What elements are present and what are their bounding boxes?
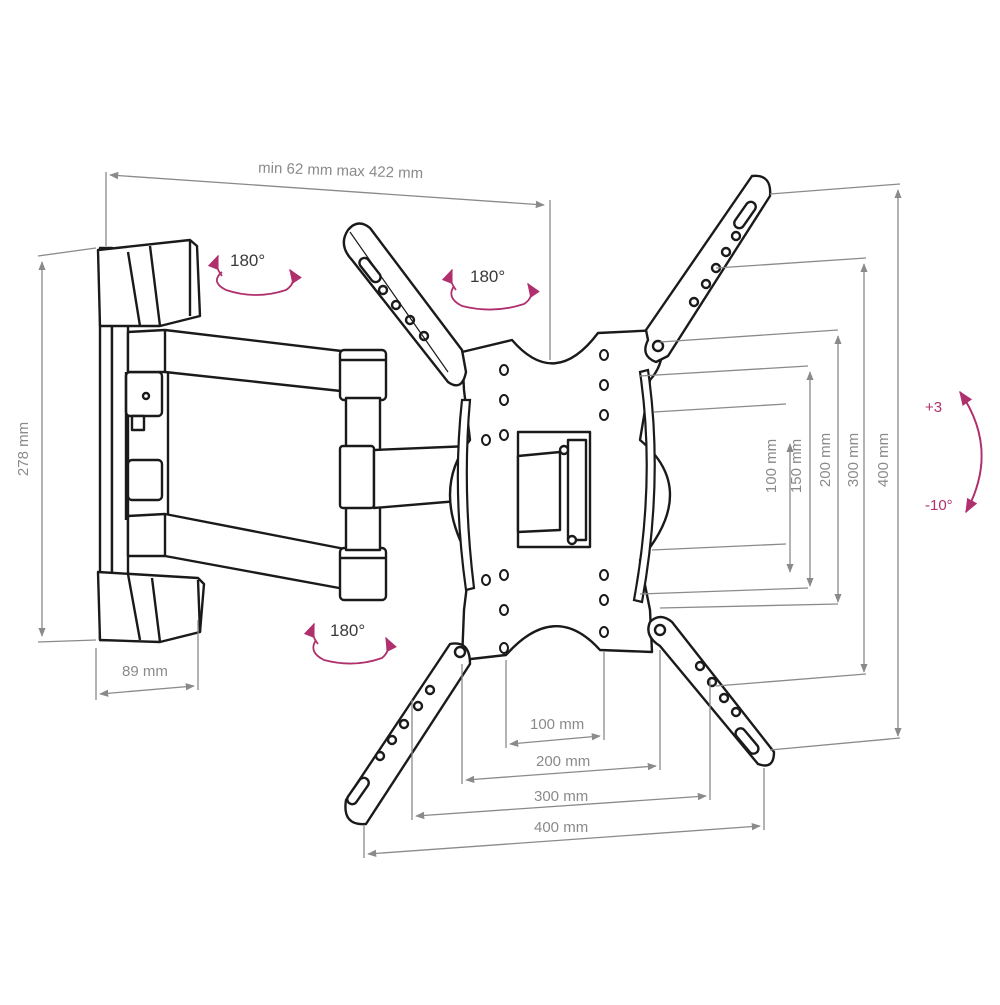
wall-plate-height-label: 278 mm <box>15 422 32 476</box>
wall-plate-depth-label: 89 mm <box>122 663 168 680</box>
vesa-plate-holes <box>481 349 609 654</box>
strap-top-right <box>644 174 772 364</box>
strap-top-left <box>342 222 468 387</box>
vesa-v-400-label: 400 mm <box>875 433 892 487</box>
vesa-straps <box>342 174 776 826</box>
swing-arms <box>126 328 472 602</box>
plate-swivel-label: 180° <box>470 267 505 286</box>
vesa-h-400-label: 400 mm <box>534 819 588 836</box>
vesa-h-100-label: 100 mm <box>530 716 584 733</box>
wall-bracket <box>96 238 206 644</box>
arm-swivel-label: 180° <box>330 621 365 640</box>
tilt-up-label: +3 <box>925 399 942 416</box>
strap-bottom-left <box>344 642 472 826</box>
vesa-v-150-label: 150 mm <box>788 439 805 493</box>
arm-extension-label: min 62 mm max 422 mm <box>258 159 424 182</box>
vesa-v-300-label: 300 mm <box>845 433 862 487</box>
vesa-v-200-label: 200 mm <box>817 433 834 487</box>
vesa-v-100-label: 100 mm <box>763 439 780 493</box>
vesa-plate-slots <box>456 368 656 604</box>
dimension-lines <box>37 171 902 858</box>
wall-swivel-label: 180° <box>230 251 265 270</box>
vesa-plate <box>448 328 672 662</box>
tilt-down-label: -10° <box>925 497 953 514</box>
vesa-h-300-label: 300 mm <box>534 788 588 805</box>
strap-bottom-right <box>647 615 776 767</box>
rotation-indicators <box>207 254 983 665</box>
vesa-h-200-label: 200 mm <box>536 753 590 770</box>
